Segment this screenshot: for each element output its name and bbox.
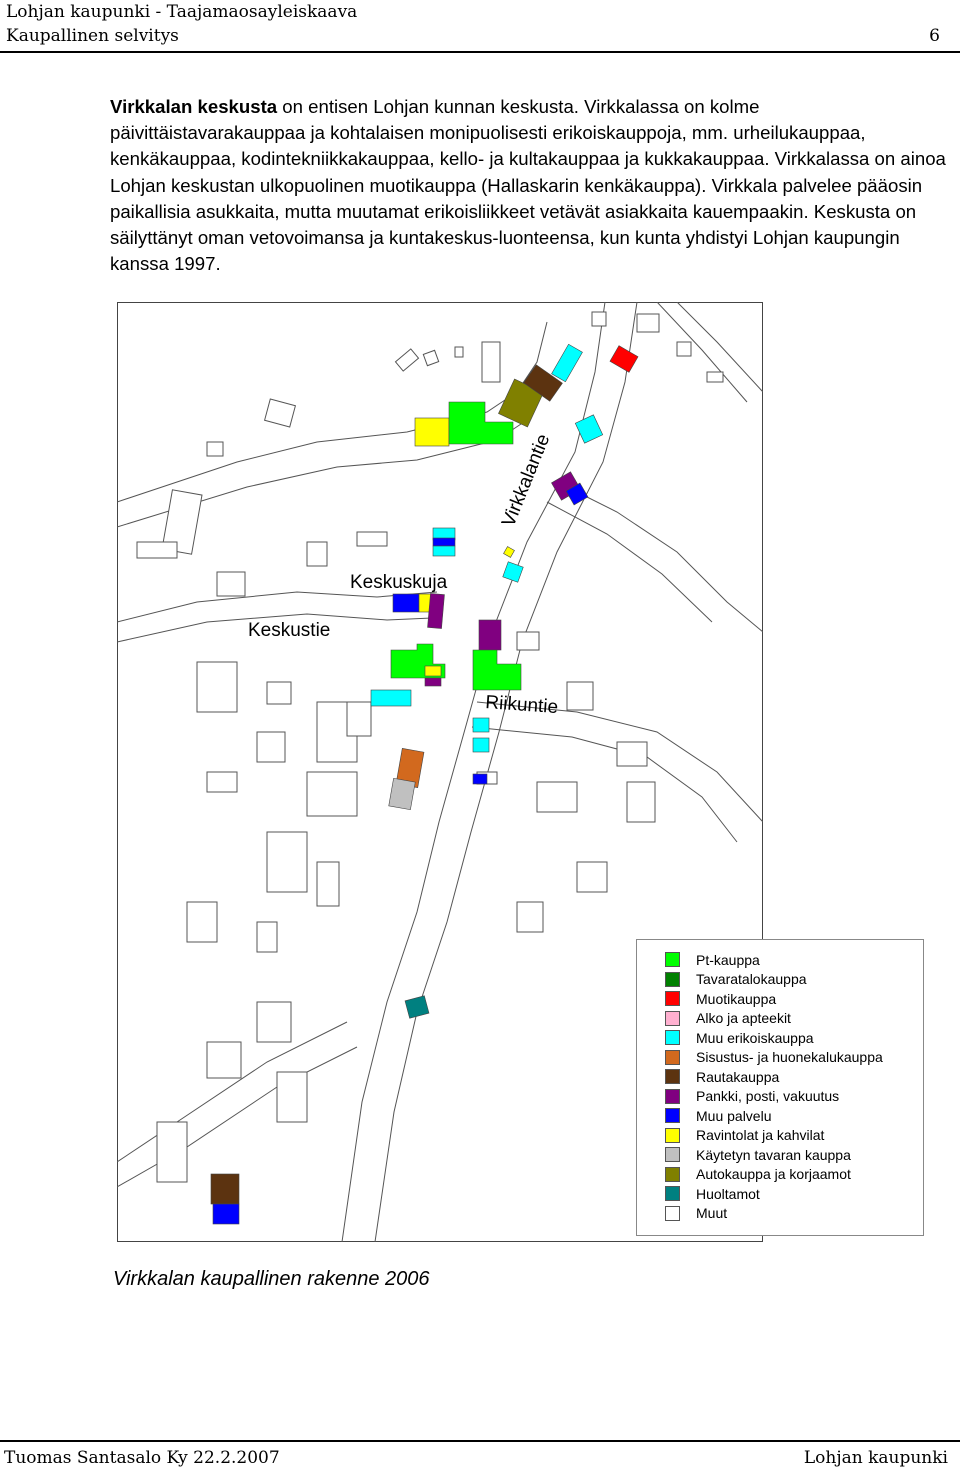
legend-label: Rautakauppa [696, 1068, 780, 1085]
legend-swatch [665, 1186, 680, 1202]
page-number: 6 [929, 26, 940, 46]
intro-text: on entisen Lohjan kunnan keskusta. Virkk… [110, 96, 946, 275]
legend-swatch [665, 1108, 680, 1124]
legend-swatch [665, 1166, 680, 1182]
label-keskustie: Keskustie [248, 620, 330, 641]
legend-label: Sisustus- ja huonekalukauppa [696, 1049, 883, 1066]
legend-label: Muu erikoiskauppa [696, 1029, 814, 1046]
footer-client: Lohjan kaupunki [803, 1448, 948, 1468]
legend-item: Käytetyn tavaran kauppa [665, 1145, 923, 1165]
legend-label: Ravintolat ja kahvilat [696, 1127, 825, 1144]
legend-swatch [665, 1030, 680, 1046]
legend-label: Autokauppa ja korjaamot [696, 1166, 851, 1183]
legend-item: Sisustus- ja huonekalukauppa [665, 1048, 923, 1068]
legend-item: Huoltamot [665, 1184, 923, 1204]
legend-swatch [665, 1205, 680, 1221]
intro-lead: Virkkalan keskusta [110, 96, 278, 117]
document-header-title: Lohjan kaupunki - Taajamaosayleiskaava [6, 2, 358, 22]
figure-caption: Virkkalan kaupallinen rakenne 2006 [113, 1268, 430, 1290]
legend-swatch [665, 971, 680, 987]
legend-swatch [665, 952, 680, 968]
classified-buildings [210, 343, 639, 1225]
legend-swatch [665, 991, 680, 1007]
legend-swatch [665, 1069, 680, 1085]
label-riikuntie: Riikuntie [485, 692, 559, 718]
map: Virkkalantie Keskuskuja Keskustie Riikun… [117, 302, 763, 1242]
legend-item: Muotikauppa [665, 989, 923, 1009]
legend-swatch [665, 1127, 680, 1143]
legend-label: Huoltamot [696, 1185, 760, 1202]
legend-item: Pt-kauppa [665, 950, 923, 970]
legend-item: Autokauppa ja korjaamot [665, 1165, 923, 1185]
unclassified-buildings [136, 311, 724, 1183]
legend-label: Muu palvelu [696, 1107, 772, 1124]
legend-item: Rautakauppa [665, 1067, 923, 1087]
legend-item: Muu palvelu [665, 1106, 923, 1126]
legend-item: Alko ja apteekit [665, 1009, 923, 1029]
header-rule [0, 51, 960, 53]
intro-paragraph: Virkkalan keskusta on entisen Lohjan kun… [110, 94, 956, 277]
legend-label: Muut [696, 1205, 728, 1222]
legend-label: Pt-kauppa [696, 951, 760, 968]
legend-item: Tavaratalokauppa [665, 970, 923, 990]
legend-item: Ravintolat ja kahvilat [665, 1126, 923, 1146]
legend-label: Tavaratalokauppa [696, 971, 807, 988]
legend-item: Pankki, posti, vakuutus [665, 1087, 923, 1107]
label-keskuskuja: Keskuskuja [350, 572, 448, 593]
footer-rule [0, 1440, 960, 1442]
legend-swatch [665, 1010, 680, 1026]
legend-label: Muotikauppa [696, 990, 777, 1007]
footer-author: Tuomas Santasalo Ky 22.2.2007 [4, 1448, 280, 1468]
legend-label: Käytetyn tavaran kauppa [696, 1146, 851, 1163]
legend-label: Pankki, posti, vakuutus [696, 1088, 840, 1105]
legend-item: Muut [665, 1204, 923, 1224]
legend-swatch [665, 1088, 680, 1104]
legend-label: Alko ja apteekit [696, 1010, 791, 1027]
legend-swatch [665, 1147, 680, 1163]
document-header-subtitle: Kaupallinen selvitys [6, 26, 179, 46]
legend-swatch [665, 1049, 680, 1065]
legend-item: Muu erikoiskauppa [665, 1028, 923, 1048]
